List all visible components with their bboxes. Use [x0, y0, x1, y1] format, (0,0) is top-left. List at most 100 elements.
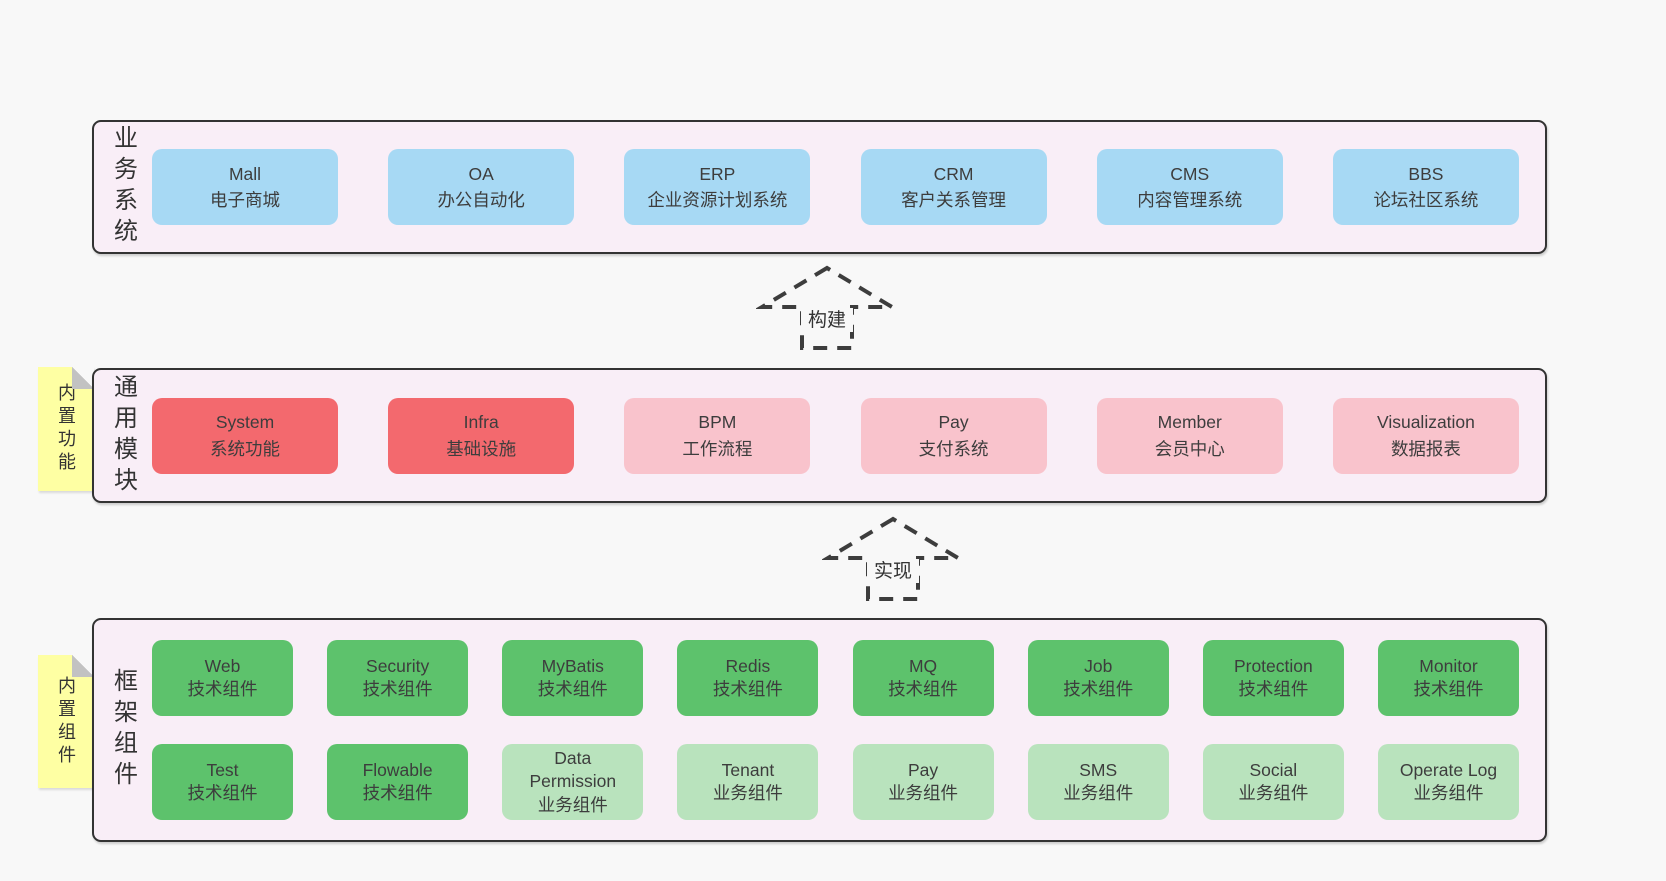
- box-title: Tenant: [721, 759, 775, 780]
- up-arrow-icon: 构建: [754, 265, 900, 350]
- box-subtitle: 技术组件: [187, 783, 258, 803]
- note-text: 内置功能: [56, 383, 76, 475]
- box-title: Security: [366, 655, 430, 676]
- box-title: Monitor: [1419, 655, 1478, 676]
- box-title: ERP: [699, 163, 736, 184]
- box-title: Data Permission: [529, 748, 617, 792]
- box-subtitle: 技术组件: [1238, 679, 1309, 699]
- box-subtitle: 技术组件: [362, 679, 433, 699]
- box-title: OA: [468, 163, 494, 184]
- box-title: Operate Log: [1399, 759, 1498, 780]
- box-member: Member 会员中心: [1096, 397, 1283, 474]
- box-subtitle: 业务组件: [888, 783, 959, 803]
- components-row-1: Web 技术组件 Security 技术组件 MyBatis 技术组件 Redi…: [152, 640, 1519, 716]
- box-mybatis: MyBatis 技术组件: [502, 640, 644, 716]
- implement-arrow: 实现: [820, 515, 966, 608]
- box-subtitle: 技术组件: [712, 679, 783, 699]
- box-subtitle: 技术组件: [888, 679, 959, 699]
- box-subtitle: 技术组件: [537, 679, 608, 699]
- box-subtitle: 支付系统: [918, 438, 989, 459]
- band-label-modules: 通用模块: [94, 370, 152, 501]
- box-title: MQ: [908, 655, 938, 676]
- band-label-text: 通用模块: [109, 373, 137, 498]
- implement-arrow-label: 实现: [874, 560, 912, 582]
- box-bpm: BPM 工作流程: [624, 397, 811, 474]
- box-cms: CMS 内容管理系统: [1096, 149, 1283, 225]
- box-title: CMS: [1170, 163, 1210, 184]
- box-tenant: Tenant 业务组件: [677, 744, 819, 820]
- box-erp: ERP 企业资源计划系统: [624, 149, 811, 225]
- box-title: Web: [204, 655, 241, 676]
- note-builtin-features: 内置功能: [38, 367, 94, 491]
- box-title: Pay: [938, 412, 969, 433]
- band-label-text: 框架组件: [109, 668, 137, 792]
- box-sms: SMS 业务组件: [1027, 744, 1169, 820]
- box-title: Member: [1157, 412, 1222, 433]
- box-mq: MQ 技术组件: [852, 640, 994, 716]
- box-subtitle: 电子商城: [210, 190, 280, 210]
- box-pay: Pay 支付系统: [860, 397, 1047, 474]
- box-title: BPM: [698, 412, 737, 433]
- box-subtitle: 办公自动化: [437, 190, 525, 210]
- box-oa: OA 办公自动化: [388, 149, 575, 225]
- box-social: Social 业务组件: [1202, 744, 1344, 820]
- box-test: Test 技术组件: [152, 744, 293, 820]
- band-label-business: 业务系统: [94, 122, 152, 252]
- box-job: Job 技术组件: [1027, 640, 1169, 716]
- components-grid: Web 技术组件 Security 技术组件 MyBatis 技术组件 Redi…: [152, 620, 1545, 840]
- box-title: Flowable: [362, 759, 433, 780]
- box-subtitle: 技术组件: [1413, 679, 1484, 699]
- box-subtitle: 业务组件: [537, 794, 608, 815]
- box-crm: CRM 客户关系管理: [860, 149, 1047, 225]
- box-mall: Mall 电子商城: [152, 149, 338, 225]
- box-subtitle: 业务组件: [1413, 783, 1484, 803]
- up-arrow-icon: 实现: [820, 516, 966, 601]
- note-builtin-components: 内置组件: [38, 655, 94, 788]
- box-subtitle: 技术组件: [362, 783, 433, 803]
- components-row-2: Test 技术组件 Flowable 技术组件 Data Permission …: [152, 744, 1519, 820]
- box-title: Protection: [1233, 655, 1313, 676]
- box-security: Security 技术组件: [327, 640, 469, 716]
- box-protection: Protection 技术组件: [1202, 640, 1344, 716]
- business-boxes-row: Mall 电子商城 OA 办公自动化 ERP 企业资源计划系统 CRM 客户关系…: [152, 122, 1545, 252]
- box-subtitle: 技术组件: [187, 679, 258, 699]
- box-data-permission: Data Permission 业务组件: [502, 744, 644, 820]
- box-subtitle: 业务组件: [1238, 783, 1309, 803]
- box-title: Infra: [463, 412, 499, 433]
- box-subtitle: 工作流程: [682, 438, 753, 459]
- box-title: Mall: [228, 163, 262, 184]
- box-operate-log: Operate Log 业务组件: [1377, 744, 1519, 820]
- box-subtitle: 企业资源计划系统: [647, 190, 788, 210]
- box-visualization: Visualization 数据报表: [1332, 397, 1519, 474]
- box-subtitle: 技术组件: [1063, 679, 1134, 699]
- note-text: 内置组件: [56, 675, 76, 768]
- box-subtitle: 会员中心: [1154, 438, 1225, 459]
- box-subtitle: 客户关系管理: [901, 190, 1007, 210]
- business-systems-band: 业务系统 Mall 电子商城 OA 办公自动化 ERP 企业资源计划系统 CRM…: [92, 120, 1547, 254]
- box-title: Social: [1249, 759, 1298, 780]
- box-redis: Redis 技术组件: [677, 640, 819, 716]
- framework-components-band: 框架组件 Web 技术组件 Security 技术组件 MyBatis 技术组件…: [92, 618, 1547, 842]
- box-title: MyBatis: [541, 655, 604, 676]
- box-system: System 系统功能: [152, 397, 338, 474]
- box-title: CRM: [933, 163, 974, 184]
- box-flowable: Flowable 技术组件: [327, 744, 469, 820]
- modules-boxes-row: System 系统功能 Infra 基础设施 BPM 工作流程 Pay 支付系统…: [152, 370, 1545, 501]
- box-subtitle: 系统功能: [210, 438, 280, 459]
- box-subtitle: 基础设施: [446, 438, 517, 459]
- box-monitor: Monitor 技术组件: [1377, 640, 1519, 716]
- box-subtitle: 业务组件: [1063, 783, 1134, 803]
- band-label-text: 业务系统: [109, 125, 137, 249]
- box-title: Job: [1084, 655, 1113, 676]
- box-title: Pay: [907, 759, 939, 780]
- box-pay-biz: Pay 业务组件: [852, 744, 994, 820]
- box-title: SMS: [1079, 759, 1118, 780]
- box-bbs: BBS 论坛社区系统: [1332, 149, 1519, 225]
- box-subtitle: 内容管理系统: [1137, 190, 1243, 210]
- box-infra: Infra 基础设施: [388, 397, 575, 474]
- box-title: Test: [206, 759, 239, 780]
- common-modules-band: 通用模块 System 系统功能 Infra 基础设施 BPM 工作流程 Pay…: [92, 368, 1547, 503]
- box-subtitle: 数据报表: [1390, 438, 1461, 459]
- box-subtitle: 业务组件: [712, 783, 783, 803]
- box-title: BBS: [1408, 163, 1444, 184]
